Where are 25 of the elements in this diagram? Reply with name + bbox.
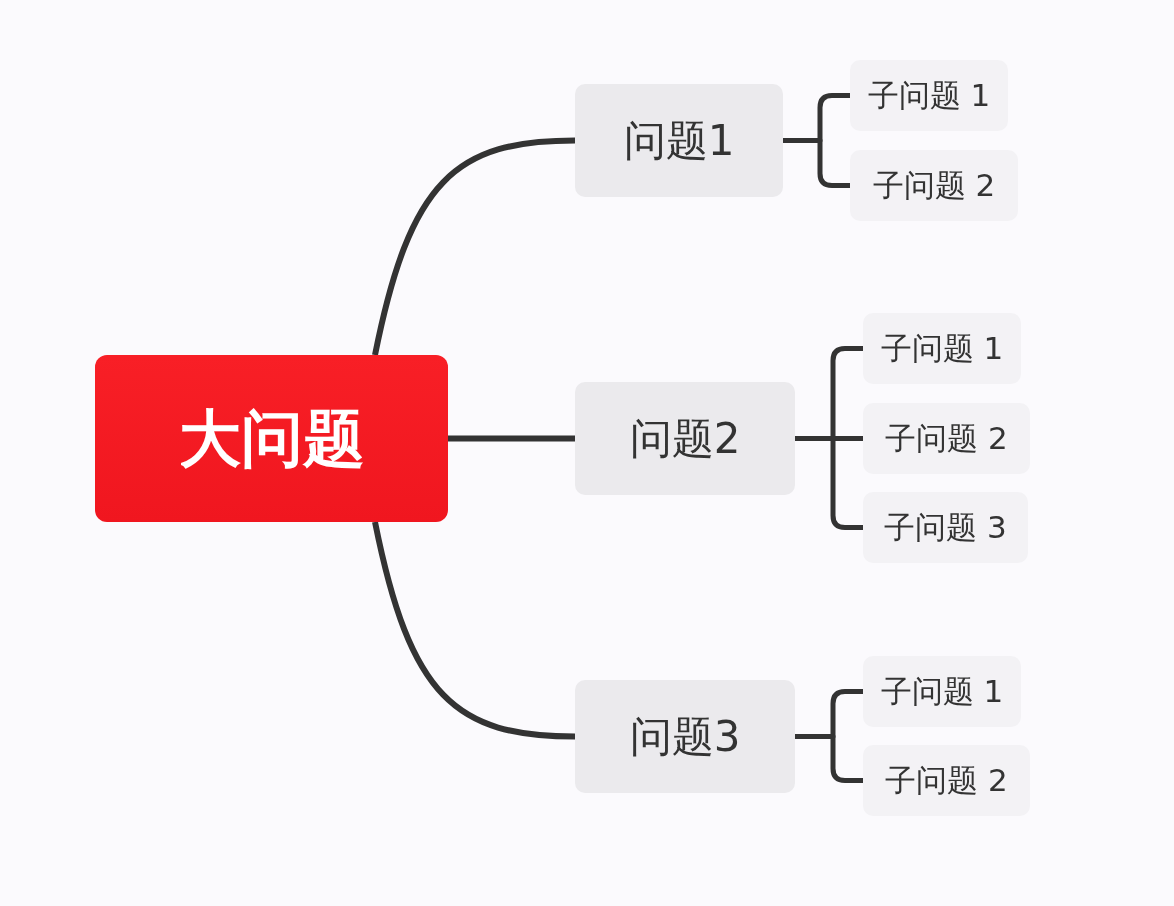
connector-line xyxy=(372,521,576,740)
connector-line xyxy=(448,435,575,442)
topic-label: 子问题 1 xyxy=(867,75,991,115)
subtopic-box xyxy=(863,403,1030,474)
topic-label: 问题3 xyxy=(629,710,741,763)
topic-label: 子问题 2 xyxy=(885,760,1008,800)
subtopic-box xyxy=(863,745,1030,816)
subtopic-box xyxy=(863,313,1021,384)
connector-line xyxy=(372,137,576,356)
subtopic-box xyxy=(850,60,1008,131)
topic-label: 子问题 1 xyxy=(880,671,1004,711)
topic-box xyxy=(575,84,783,197)
subtopic-box xyxy=(850,150,1018,221)
topic-label: 子问题 3 xyxy=(884,507,1007,547)
topic-label: 子问题 2 xyxy=(872,165,996,205)
topic-label: 大问题 xyxy=(178,400,365,477)
topic-box xyxy=(575,382,795,495)
subtopic-box xyxy=(863,656,1021,727)
topic-label: 子问题 1 xyxy=(880,328,1004,368)
topic-label: 问题1 xyxy=(623,114,735,167)
topic-label: 子问题 2 xyxy=(885,418,1008,458)
subtopic-box xyxy=(863,492,1028,563)
topic-box xyxy=(575,680,795,793)
topic-label: 问题2 xyxy=(629,412,741,465)
central-topic-box xyxy=(95,355,448,522)
